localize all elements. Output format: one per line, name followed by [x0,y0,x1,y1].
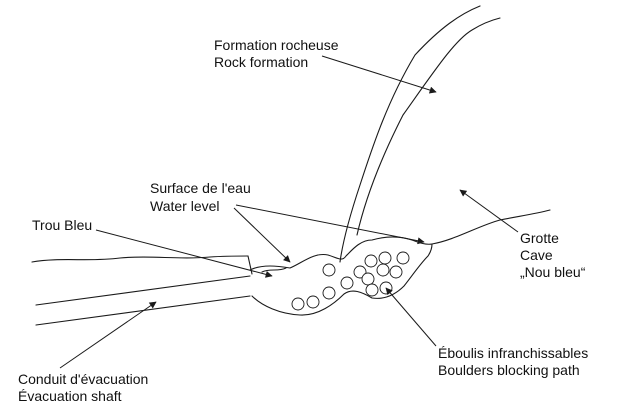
arrow-evacuation-shaft [59,301,157,369]
label-boulders-en: Boulders blocking path [438,362,580,378]
evacuation-conduit-upper [35,275,251,306]
label-water-level-en: Water level [150,198,220,214]
boulder [322,286,336,300]
boulder [378,251,392,265]
boulder [322,263,336,277]
arrow-boulders [385,287,437,347]
boulder [365,283,379,297]
label-evacuation-en: Évacuation shaft [18,388,122,404]
arrow-cave [459,189,519,233]
boulder [396,251,410,265]
trou-bleu-water-surface [31,255,249,263]
label-evacuation-fr: Conduit d'évacuation [18,371,148,387]
boulder [340,276,354,290]
cave-outline-upper [249,209,551,271]
label-rock-formation-en: Rock formation [214,54,308,70]
boulder [376,263,390,277]
water-ripple [261,267,287,273]
label-cave-en: Cave [520,247,553,263]
rock-formation-outline-right [356,17,501,236]
label-rock-formation-fr: Formation rocheuse [214,37,339,53]
boulder [361,272,375,286]
boulder [389,265,403,279]
arrow-water-level-left [233,207,291,263]
boulders-group [291,251,410,311]
label-boulders-fr: Éboulis infranchissables [438,345,588,361]
boulder [364,254,378,268]
label-cave-name: „Nou bleu“ [520,264,586,280]
boulder [291,297,305,311]
arrow-rock-formation [321,55,437,94]
boulder [306,295,320,309]
cave-outline-lower [251,243,433,316]
arrow-trou-bleu [95,229,273,278]
label-trou-bleu: Trou Bleu [32,217,92,233]
label-water-level-fr: Surface de l'eau [150,180,251,196]
rock-formation-outline-left [339,5,481,263]
conduit-end-cap [247,255,253,275]
label-cave-fr: Grotte [520,230,559,246]
arrow-water-level-right [235,204,425,245]
